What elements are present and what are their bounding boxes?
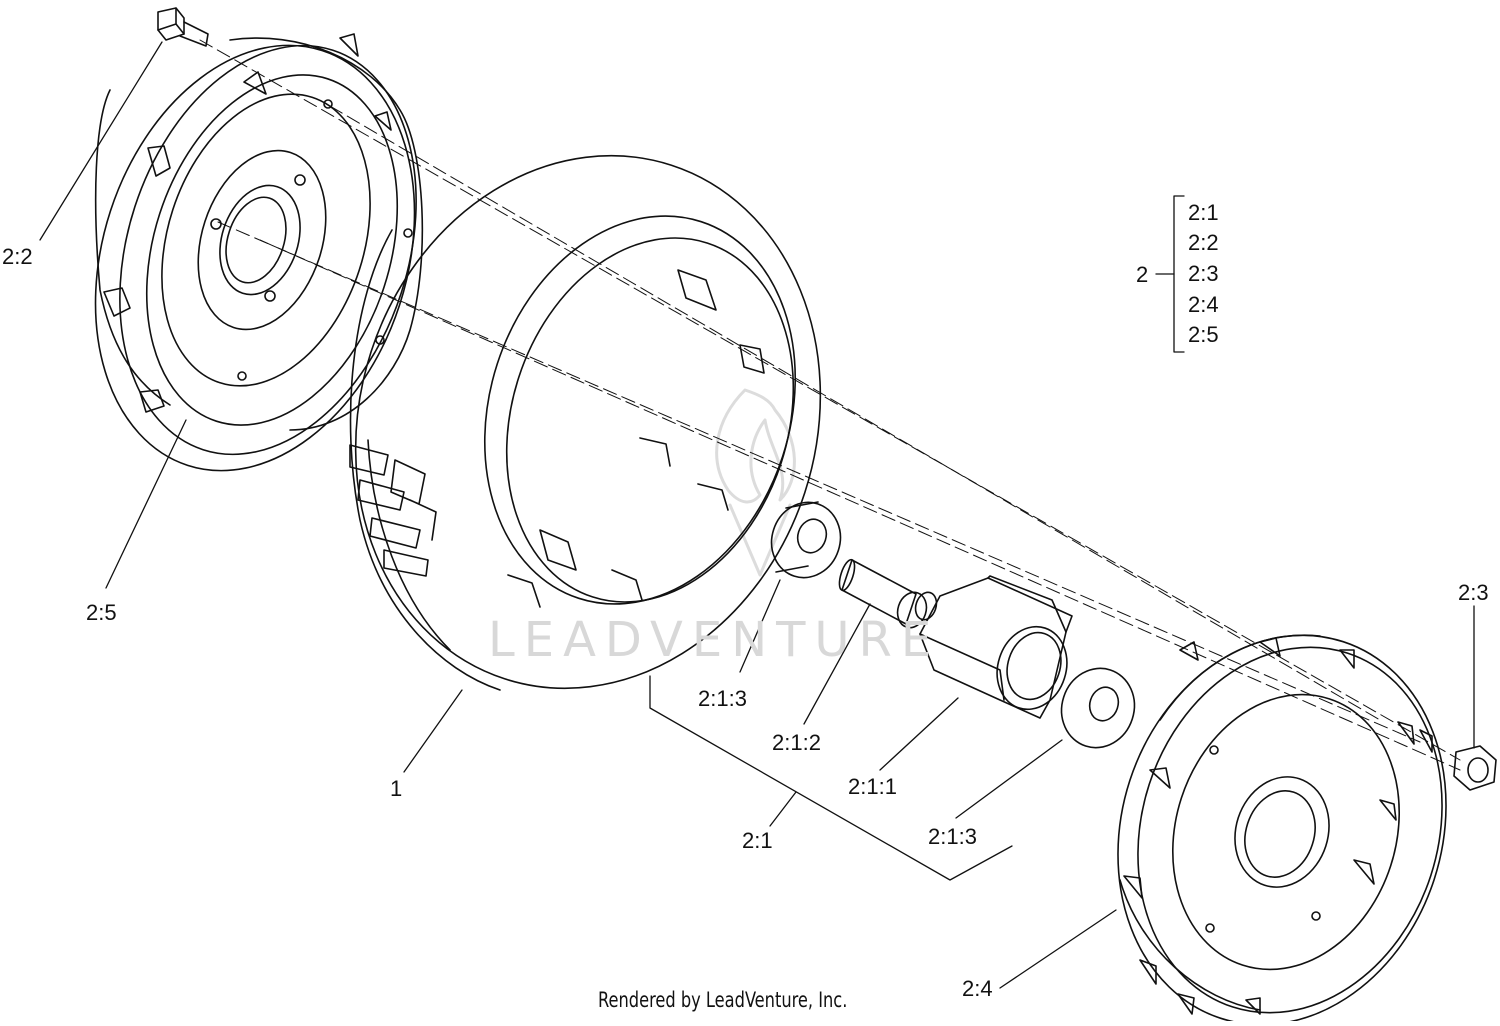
hex-bolt xyxy=(157,7,209,47)
callout-bearing-rear: 2:1:3 xyxy=(928,824,977,849)
callout-spacer: 2:1:2 xyxy=(772,730,821,755)
callout-hub-assembly: 2:1 xyxy=(742,828,773,853)
callout-leaders xyxy=(39,41,1475,989)
callout-hub: 2:1:1 xyxy=(848,774,897,799)
callout-bolt: 2:2 xyxy=(2,244,33,269)
callout-left-rim: 2:5 xyxy=(86,600,117,625)
footer-credit: Rendered by LeadVenture, Inc. xyxy=(598,988,848,1012)
bearing-rear xyxy=(1060,667,1136,749)
watermark-text: LEADVENTURE xyxy=(488,612,941,668)
kit-legend-item: 2:2 xyxy=(1188,230,1219,255)
left-rim-half xyxy=(94,33,424,472)
kit-legend-item: 2:5 xyxy=(1188,322,1219,347)
kit-legend-item: 2:4 xyxy=(1188,292,1219,317)
callout-tire: 1 xyxy=(390,776,403,801)
assembly-centerlines xyxy=(199,39,1461,771)
right-rim-half xyxy=(1117,634,1447,1026)
tire xyxy=(349,154,822,691)
hex-nut xyxy=(1453,745,1497,791)
kit-legend-item: 2:3 xyxy=(1188,261,1219,286)
hub-housing xyxy=(919,575,1073,719)
spacer-tube xyxy=(838,558,938,629)
callout-nut: 2:3 xyxy=(1458,580,1489,605)
watermark-logo-icon xyxy=(715,388,796,577)
callout-right-rim: 2:4 xyxy=(962,976,993,1001)
callout-bearing-front: 2:1:3 xyxy=(698,686,747,711)
kit-legend-item: 2:1 xyxy=(1188,200,1219,225)
bearing-front xyxy=(770,501,842,579)
kit-legend-parent: 2 xyxy=(1136,262,1149,287)
